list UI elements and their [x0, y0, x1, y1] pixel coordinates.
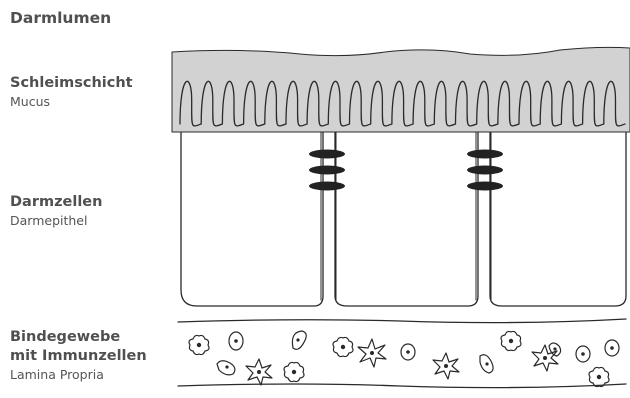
- immune-cell-flower: [501, 331, 521, 350]
- immune-cell-elongated: [217, 361, 235, 375]
- immune-cell-flower: [333, 337, 353, 356]
- immune-cell-flower: [189, 335, 209, 354]
- immune-cell-dendritic: [433, 353, 459, 379]
- epithelial-cell-2: [335, 110, 478, 306]
- immune-cells: [189, 331, 619, 387]
- immune-cell-oval: [401, 344, 415, 360]
- immune-cell-elongated: [480, 355, 493, 373]
- immune-cell-dendritic: [358, 339, 386, 367]
- tight-junction-right-2: [467, 166, 503, 175]
- lamina-propria-lower-boundary: [178, 384, 626, 388]
- immune-cell-oval: [576, 346, 590, 362]
- immune-cell-dendritic: [246, 359, 272, 385]
- immune-cell-oval: [229, 332, 243, 350]
- tight-junctions: [309, 150, 503, 191]
- tight-junction-left-3: [309, 182, 345, 191]
- immune-cell-flower: [589, 367, 609, 386]
- tight-junction-left-2: [309, 166, 345, 175]
- tight-junction-right-3: [467, 182, 503, 191]
- immune-cell-elongated: [292, 331, 306, 349]
- tight-junction-right-1: [467, 150, 503, 159]
- lamina-propria-upper-boundary: [178, 319, 626, 323]
- immune-cell-flower: [284, 362, 304, 381]
- tight-junction-left-1: [309, 150, 345, 159]
- immune-cell-oval: [605, 340, 619, 356]
